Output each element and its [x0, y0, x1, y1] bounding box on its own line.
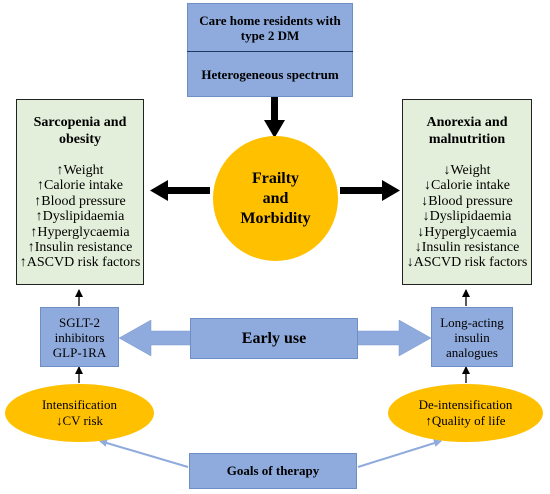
header-title-line-2: type 2 DM — [240, 27, 300, 43]
arrow-goals-to-right-oval — [357, 439, 442, 468]
anorexia-title-line-2: malnutrition — [428, 132, 506, 147]
left-drug-line-2: inhibitors — [54, 329, 105, 345]
anorexia-malnutrition-box: Anorexia and malnutrition ↓Weight ↓Calor… — [402, 99, 532, 285]
right-drug-line-3: analogues — [446, 344, 498, 360]
header-subtitle: Heterogeneous spectrum — [187, 52, 353, 96]
anorexia-list: ↓Weight ↓Calorie intake ↓Blood pressure … — [403, 163, 531, 271]
left-goal-line-2: ↓CV risk — [55, 413, 104, 428]
header-box — [187, 3, 353, 97]
list-item: ↓ASCVD risk factors — [406, 255, 528, 271]
list-item: ↑Hyperglycaemia — [30, 224, 130, 240]
header-title-line-1: Care home residents with — [199, 12, 341, 28]
sarcopenia-title-line-2: obesity — [59, 132, 101, 147]
list-item: ↑Calorie intake — [37, 178, 123, 194]
center-line-1: Frailty — [251, 169, 300, 187]
header-subtitle-text: Heterogeneous spectrum — [201, 66, 339, 82]
right-drug-line-1: Long-acting — [440, 314, 504, 330]
arrow-center-to-left — [150, 180, 210, 201]
arrow-header-to-center — [264, 97, 285, 138]
sarcopenia-title: Sarcopenia and obesity — [17, 114, 143, 148]
sarcopenia-list: ↑Weight ↑Calorie intake ↑Blood pressure … — [17, 163, 143, 271]
list-item: ↑Dyslipidaemia — [35, 209, 125, 225]
early-use-box: Early use — [190, 318, 358, 359]
right-goal-line-2: ↑Quality of life — [425, 413, 506, 428]
sarcopenia-title-line-1: Sarcopenia and — [33, 115, 127, 130]
list-item: ↓Dyslipidaemia — [422, 209, 512, 225]
list-item: ↓Calorie intake — [424, 178, 510, 194]
goals-of-therapy-box: Goals of therapy — [189, 453, 357, 489]
header-title: Care home residents with type 2 DM — [187, 4, 353, 52]
list-item: ↑Weight — [56, 163, 104, 178]
frailty-morbidity-circle: Frailty and Morbidity — [213, 136, 338, 261]
intensification-oval: Intensification ↓CV risk — [5, 384, 154, 442]
center-line-3: Morbidity — [240, 209, 311, 227]
de-intensification-oval: De-intensification ↑Quality of life — [388, 384, 543, 442]
list-item: ↓Hyperglycaemia — [417, 224, 517, 240]
left-drug-line-1: SGLT-2 — [59, 314, 100, 330]
sglt2-glp1-box: SGLT-2 inhibitors GLP-1RA — [40, 307, 119, 367]
goals-label: Goals of therapy — [226, 463, 320, 478]
list-item: ↓Insulin resistance — [414, 240, 520, 256]
list-item: ↑Blood pressure — [34, 193, 126, 209]
sarcopenia-obesity-box: Sarcopenia and obesity ↑Weight ↑Calorie … — [16, 99, 144, 285]
anorexia-title-line-1: Anorexia and — [426, 115, 508, 130]
left-drug-line-3: GLP-1RA — [52, 344, 107, 360]
early-use-label: Early use — [241, 329, 307, 347]
list-item: ↓Blood pressure — [421, 193, 513, 209]
insulin-analogues-box: Long-acting insulin analogues — [431, 307, 513, 367]
left-goal-line-1: Intensification — [41, 397, 118, 412]
list-item: ↑Insulin resistance — [27, 240, 133, 256]
arrow-goals-to-left-oval — [99, 439, 189, 468]
right-drug-line-2: insulin — [454, 329, 490, 345]
arrow-center-to-right — [340, 180, 400, 201]
center-line-2: and — [262, 189, 289, 207]
list-item: ↑ASCVD risk factors — [19, 255, 141, 271]
right-goal-line-1: De-intensification — [418, 397, 513, 412]
anorexia-title: Anorexia and malnutrition — [403, 114, 531, 148]
list-item: ↓Weight — [443, 163, 491, 178]
